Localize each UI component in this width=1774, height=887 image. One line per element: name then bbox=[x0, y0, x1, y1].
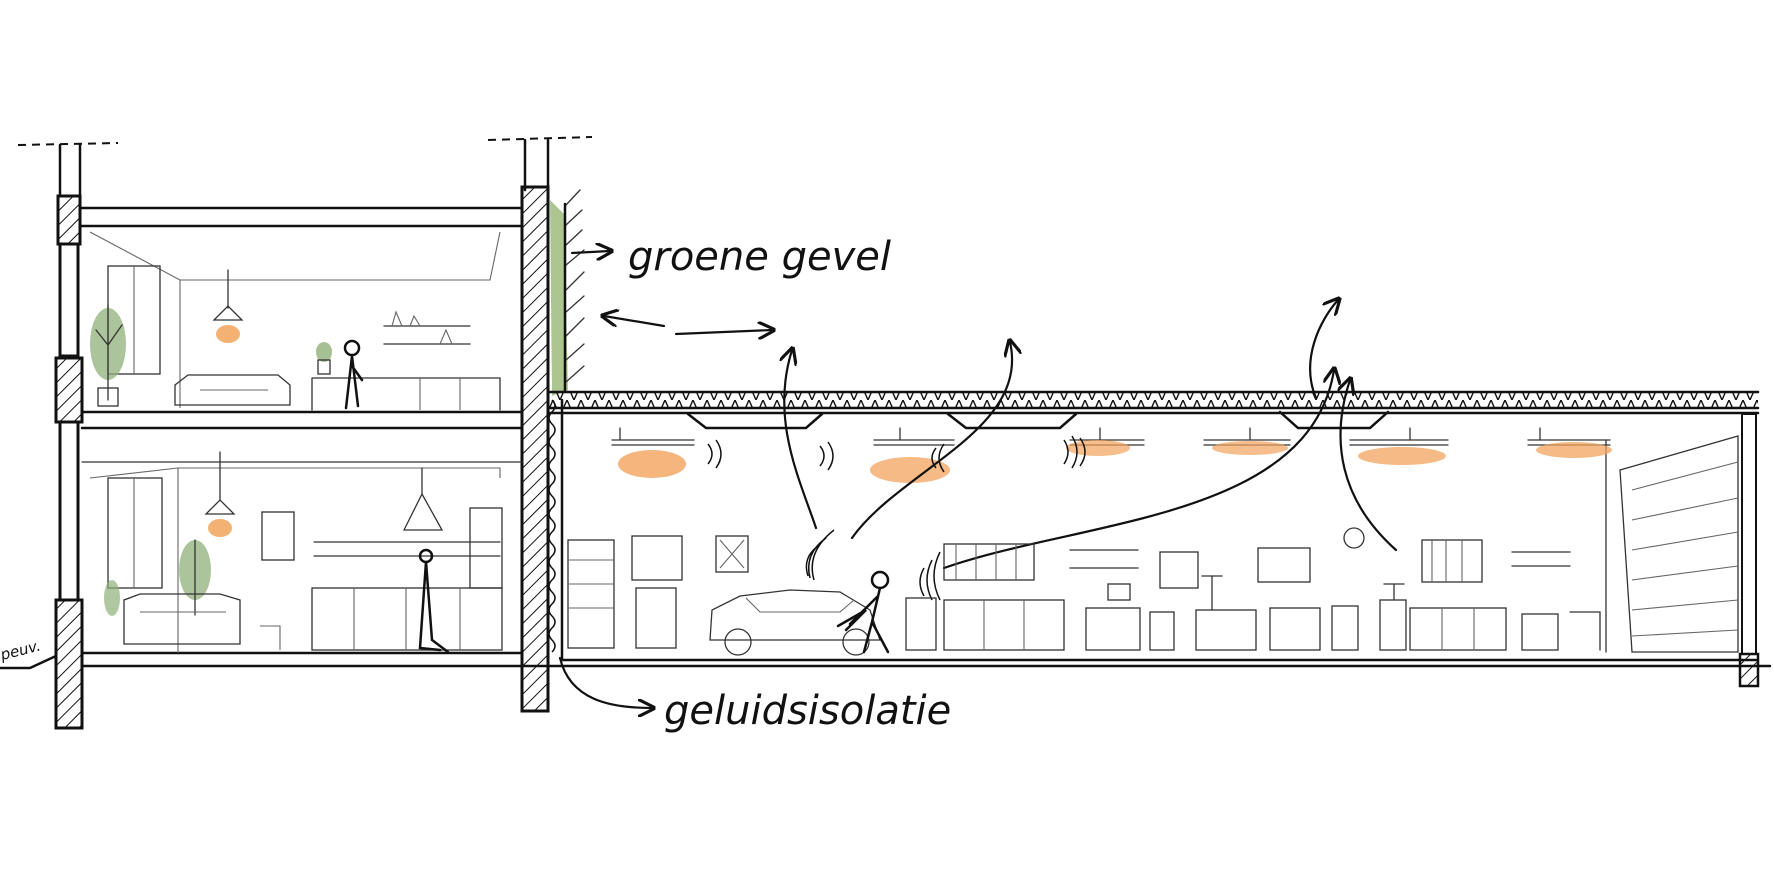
green-facade-arrow bbox=[570, 251, 610, 253]
pendant-lamp-icon bbox=[212, 269, 244, 343]
green-facade: groene gevel bbox=[550, 189, 891, 396]
sound-waves bbox=[707, 435, 1086, 473]
pendant-lamp-icon bbox=[611, 427, 695, 478]
house-left-wall-base bbox=[54, 598, 84, 730]
air-flow-arrow-2 bbox=[674, 330, 772, 334]
pendant-lamp-icon bbox=[1203, 427, 1291, 455]
ground-level-label: peuv. bbox=[0, 637, 42, 665]
sound-insulation-arrow bbox=[558, 656, 652, 708]
pendant-lamp-icon bbox=[1349, 427, 1449, 465]
sound-path-arrows bbox=[784, 300, 1398, 570]
house-roof bbox=[78, 206, 524, 228]
plant-icon bbox=[179, 539, 211, 616]
person-figure-icon bbox=[418, 548, 450, 654]
noise-waves bbox=[805, 529, 941, 601]
skylight-2 bbox=[946, 412, 1078, 430]
sound-insulation-layer bbox=[548, 399, 556, 653]
sound-insulation-label: geluidsisolatie bbox=[664, 688, 951, 734]
house-left-wall-mid bbox=[54, 356, 84, 424]
pendant-lamp-icon bbox=[204, 451, 236, 537]
roof-continuation-right bbox=[487, 136, 593, 141]
person-figure-icon bbox=[343, 339, 364, 410]
plant-icon bbox=[316, 342, 332, 375]
plant-icon bbox=[104, 580, 120, 616]
pendant-lamp-icon bbox=[1066, 427, 1145, 456]
pendant-lamp-icon bbox=[870, 427, 955, 483]
house-floor-slab bbox=[80, 410, 524, 430]
sound-arrow-1 bbox=[784, 350, 818, 530]
workbenches bbox=[567, 527, 1601, 651]
ceiling-lamps bbox=[611, 427, 1612, 483]
workshop-hall bbox=[546, 300, 1760, 688]
person-figure-icon bbox=[836, 570, 890, 654]
lower-living-room bbox=[89, 451, 503, 654]
sound-arrow-3 bbox=[942, 370, 1334, 570]
hall-roof-truss bbox=[548, 392, 1758, 408]
plant-icon bbox=[90, 304, 126, 407]
green-facade-plants bbox=[550, 200, 568, 396]
roller-door bbox=[1605, 435, 1739, 653]
party-wall bbox=[520, 185, 550, 713]
green-facade-label: groene gevel bbox=[628, 234, 891, 280]
residential-house: peuv. bbox=[0, 136, 1772, 730]
air-flow-arrow bbox=[604, 316, 666, 328]
sound-arrow-5 bbox=[1341, 380, 1398, 552]
roof-continuation-left bbox=[17, 142, 119, 146]
sound-arrow-4 bbox=[1309, 300, 1338, 400]
pendant-lamp-icon bbox=[1527, 427, 1612, 458]
skylight-3 bbox=[1278, 410, 1390, 430]
ground-level-marker: peuv. bbox=[0, 637, 58, 670]
upper-living-room bbox=[89, 231, 501, 411]
skylight-1 bbox=[686, 412, 824, 430]
sound-arrow-2 bbox=[850, 342, 1012, 540]
sound-insulation-callout: geluidsisolatie bbox=[558, 656, 951, 734]
